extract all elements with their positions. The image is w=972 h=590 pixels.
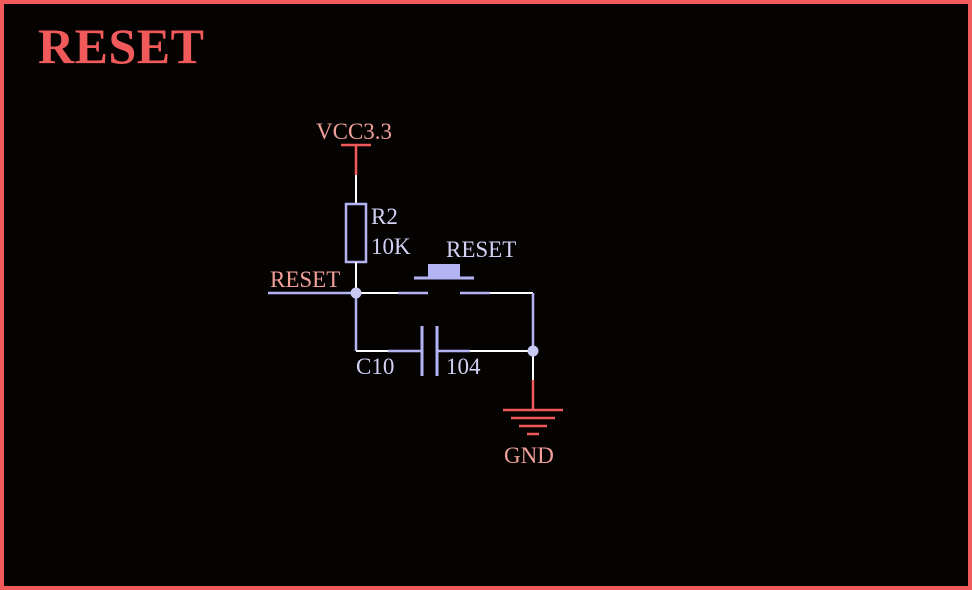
resistor-body [344, 202, 368, 264]
gnd-label: GND [504, 443, 554, 468]
vcc-label: VCC3.3 [316, 119, 392, 144]
resistor-r2: R2 10K [344, 202, 411, 264]
vcc-power-port: VCC3.3 [316, 119, 392, 175]
junction-dot-gnd [527, 345, 539, 357]
ground-symbol: GND [503, 380, 563, 468]
resistor-value: 10K [371, 234, 411, 259]
reset-net-text: RESET [270, 267, 340, 292]
switch-designator: RESET [446, 237, 516, 262]
resistor-designator: R2 [371, 204, 398, 229]
pushbutton-switch: RESET [398, 237, 516, 295]
capacitor-value: 104 [446, 354, 481, 379]
switch-button-cap [428, 264, 460, 277]
junction-dot-reset [350, 287, 362, 299]
capacitor-c10: C10 104 [356, 326, 481, 379]
capacitor-designator: C10 [356, 354, 394, 379]
reset-net-label: RESET [268, 267, 356, 295]
page-title: RESET [38, 18, 205, 74]
